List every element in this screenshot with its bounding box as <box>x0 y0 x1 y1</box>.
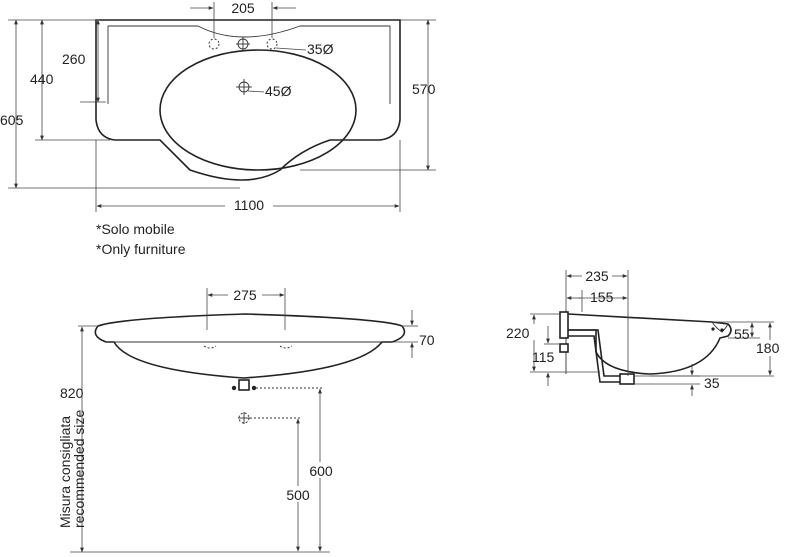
dim-605: 605 <box>0 112 24 128</box>
dim-35: 35 <box>704 375 720 391</box>
tap-hole-right-icon <box>266 38 278 50</box>
dim-width: 1100 <box>234 197 264 213</box>
basin-front-outline <box>94 313 406 379</box>
dim-55: 55 <box>734 326 750 342</box>
basin-side-outline <box>567 313 732 375</box>
note-english: *Only furniture <box>96 241 186 257</box>
tap-hole-left-icon <box>208 38 220 50</box>
wall-waste-icon <box>238 412 250 424</box>
dim-235: 235 <box>585 268 609 284</box>
bowl-opening <box>159 49 357 171</box>
dim-820: 820 <box>60 385 84 401</box>
label-english: recommended size <box>71 410 87 528</box>
dim-tap-spacing: 205 <box>231 0 255 16</box>
dim-600: 600 <box>309 463 333 479</box>
dim-260: 260 <box>62 51 86 67</box>
waste-hole-icon <box>236 79 252 95</box>
dim-220: 220 <box>506 325 530 341</box>
label-italian: Misura consigliata <box>57 416 73 528</box>
front-view: 275 70 820 Misura consigliata recommende… <box>57 286 435 553</box>
dim-275: 275 <box>233 287 257 303</box>
dim-500: 500 <box>286 487 310 503</box>
note-italian: *Solo mobile <box>96 221 175 237</box>
dim-70: 70 <box>419 332 435 348</box>
top-view: 205 35Ø 45Ø 260 440 605 570 1100 *Solo m… <box>0 0 436 257</box>
dim-waste-hole: 45Ø <box>265 83 292 99</box>
dim-tap-hole: 35Ø <box>307 41 334 57</box>
dim-115: 115 <box>532 349 555 365</box>
basin-top-outline <box>95 19 401 181</box>
dim-570: 570 <box>412 81 436 97</box>
dim-155: 155 <box>590 289 614 305</box>
basin-top-inner-rim <box>107 25 391 104</box>
tap-holes <box>208 37 278 51</box>
side-view: 235 155 220 115 55 180 35 <box>504 267 785 396</box>
waste-outlet <box>238 379 250 391</box>
dim-440: 440 <box>30 71 54 87</box>
dim-180: 180 <box>756 340 780 356</box>
